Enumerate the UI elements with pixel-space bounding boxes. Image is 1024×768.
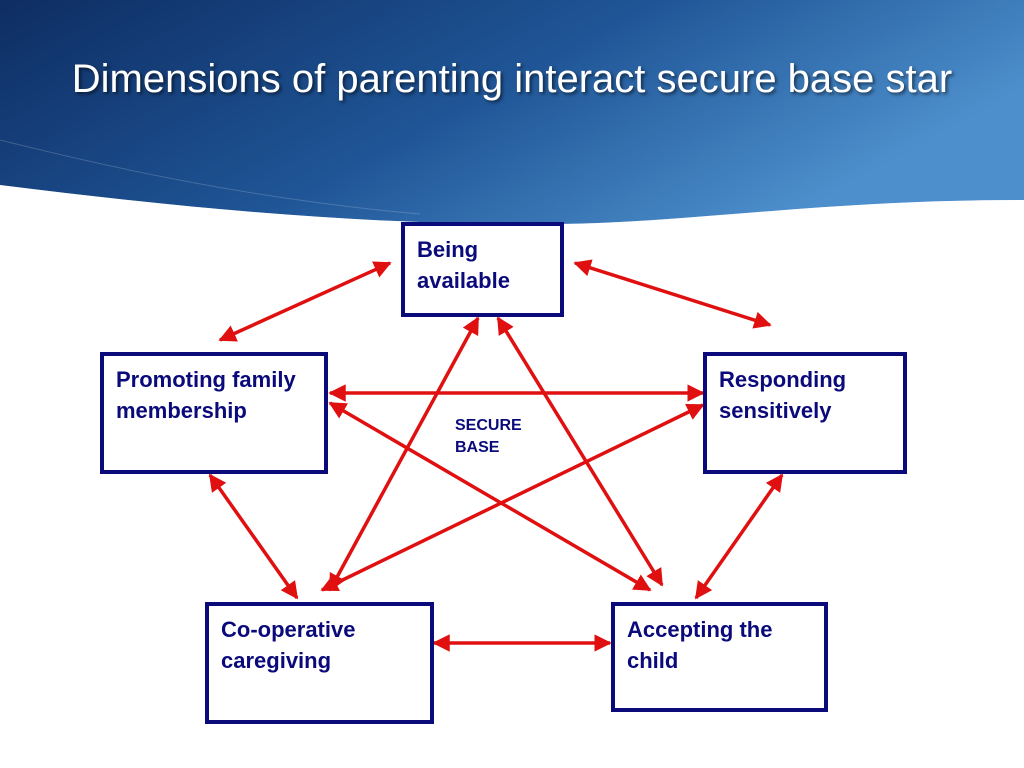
- node-being-available-label: Being available: [417, 237, 510, 293]
- arrow-available-family: [218, 261, 392, 342]
- node-accepting-the-child: Accepting the child: [611, 602, 828, 712]
- node-being-available: Being available: [401, 222, 564, 317]
- arrow-responding-accepting: [694, 473, 784, 600]
- node-responding-sensitively-label: Responding sensitively: [719, 367, 847, 423]
- header-band: Dimensions of parenting interact secure …: [0, 0, 1024, 230]
- node-promoting-family-membership-label: Promoting family membership: [116, 367, 296, 423]
- node-co-operative-caregiving-label: Co-operative caregiving: [221, 617, 356, 673]
- header-background: [0, 0, 1024, 230]
- secure-base-label: SECURE BASE: [455, 417, 522, 456]
- arrow-family-cooperative: [208, 473, 299, 600]
- arrow-responding-cooperative: [320, 403, 705, 592]
- node-responding-sensitively: Responding sensitively: [703, 352, 907, 474]
- slide-title: Dimensions of parenting interact secure …: [71, 57, 953, 101]
- node-accepting-the-child-label: Accepting the child: [627, 617, 773, 673]
- node-promoting-family-membership: Promoting family membership: [100, 352, 328, 474]
- node-co-operative-caregiving: Co-operative caregiving: [205, 602, 434, 724]
- arrow-available-responding: [573, 259, 772, 329]
